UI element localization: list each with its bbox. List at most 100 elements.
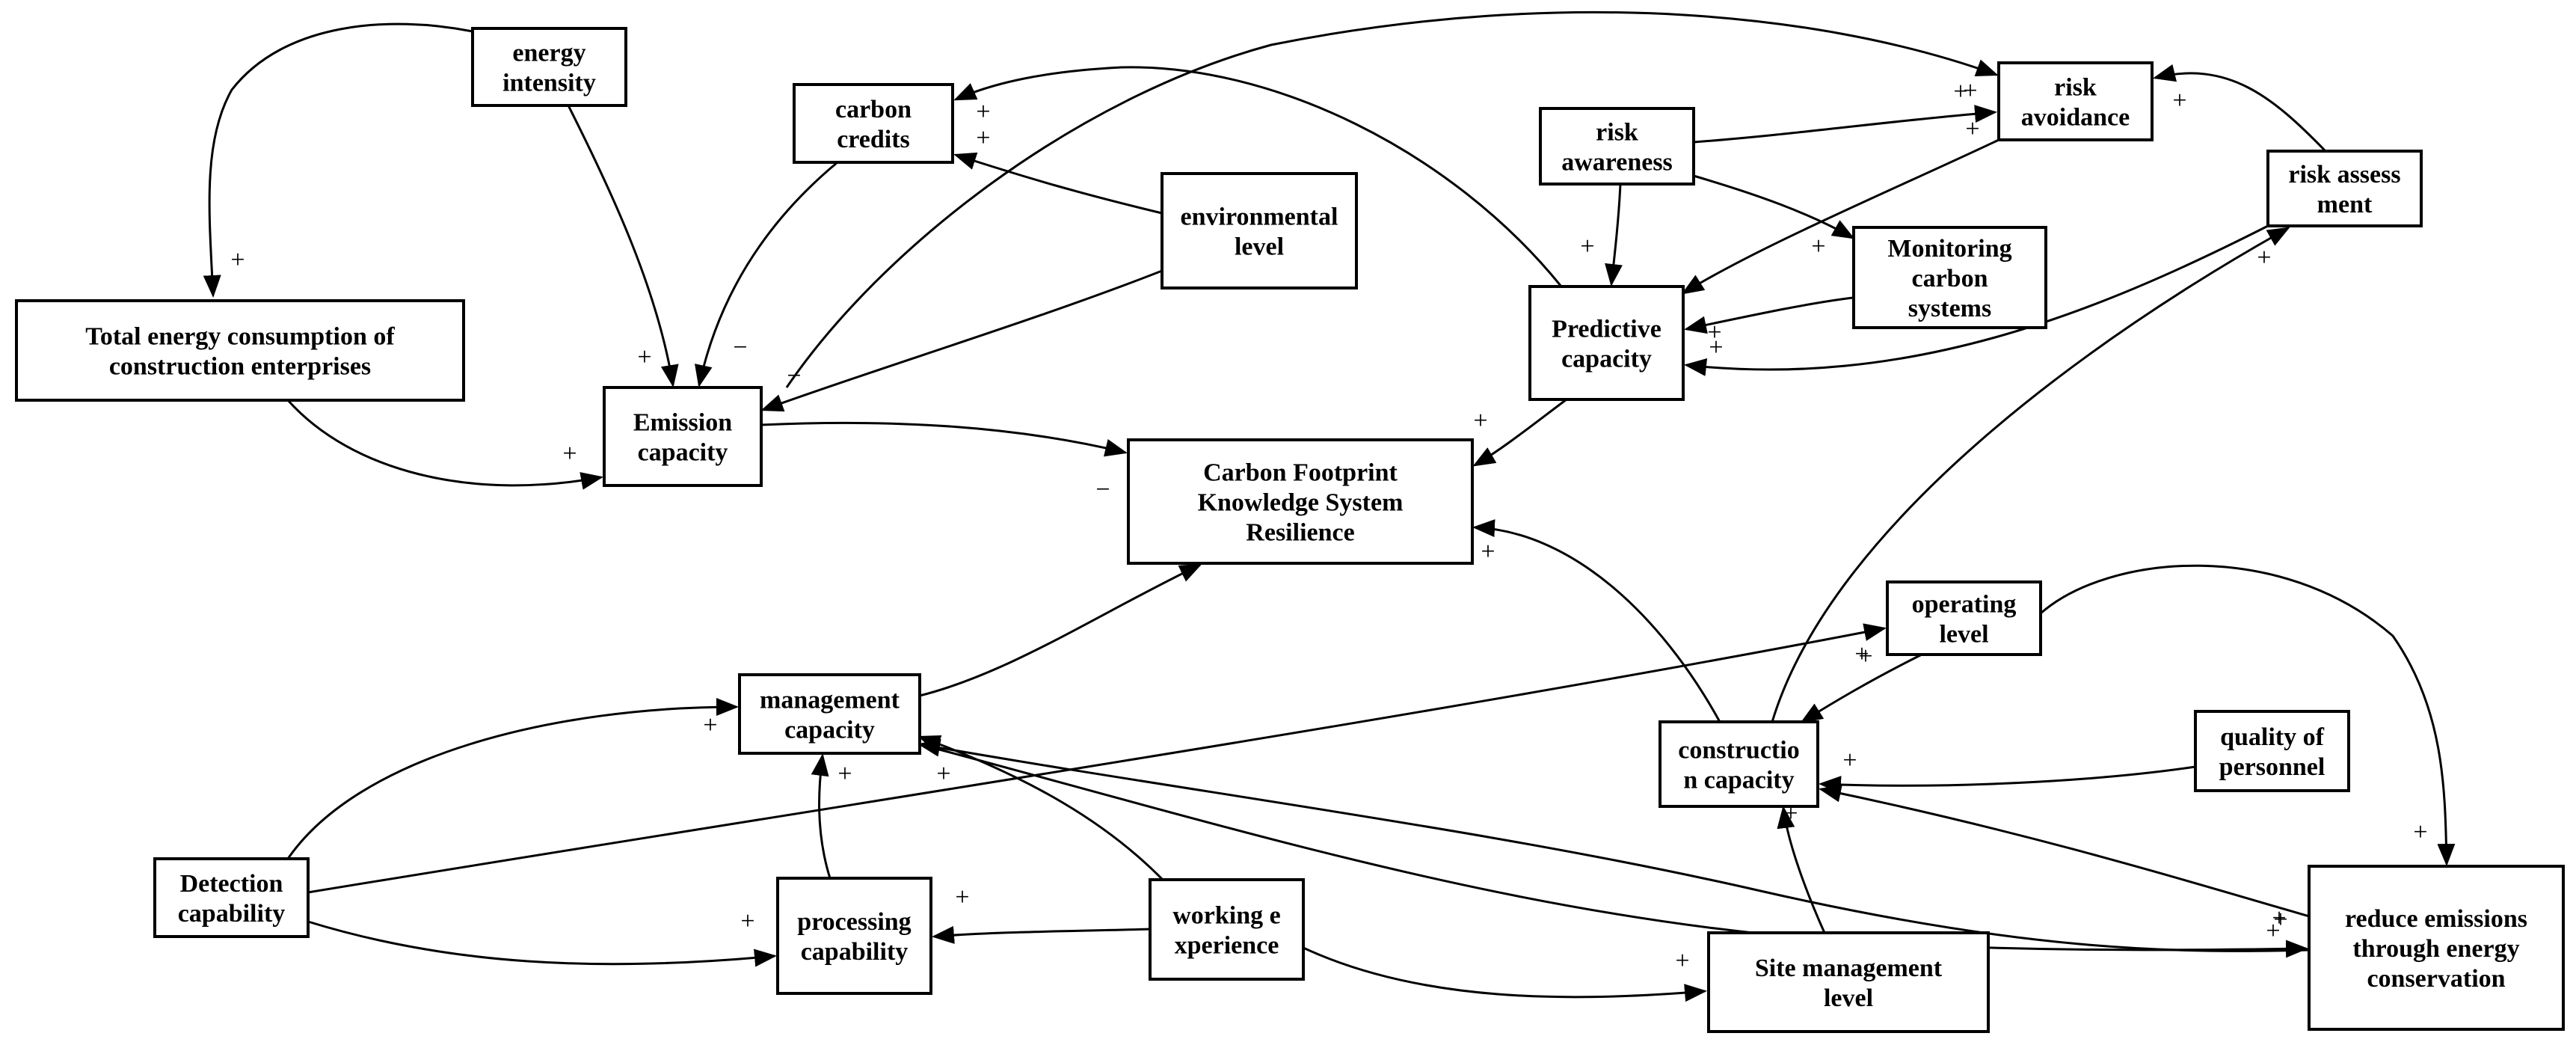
edge-operating-level-to-construction-capacity [1800, 653, 1922, 723]
node-label-line: processing [797, 908, 911, 936]
edge-total-energy-to-emission-capacity [286, 399, 603, 490]
positive-sign: + [2266, 917, 2280, 945]
positive-sign: + [637, 343, 651, 371]
node-label-line: risk [2054, 74, 2097, 102]
positive-sign: + [740, 907, 754, 935]
node-label-line: Carbon Footprint [1203, 459, 1398, 487]
node-label-line: reduce emissions [2345, 905, 2527, 933]
node-label-line: working e [1172, 902, 1281, 930]
edge-predictive-capacity-to-carbon-credits [953, 66, 1563, 287]
node-box [2266, 150, 2423, 227]
node-label-line: personnel [2219, 753, 2326, 781]
node-box [1997, 61, 2154, 141]
edge-risk-awareness-to-risk-avoidance [1693, 105, 1997, 144]
positive-sign: + [2273, 906, 2287, 934]
edge-reduce-emissions-to-construction-capacity [1819, 784, 2310, 918]
node-label-line: environmental [1181, 203, 1338, 231]
node-label-line: conservation [2367, 965, 2505, 993]
edge-working-experience-to-site-management [1303, 946, 1707, 1002]
node-label-line: Total energy consumption of [85, 323, 395, 351]
positive-sign: + [955, 883, 969, 911]
node-label-line: level [1235, 233, 1284, 261]
node-box [1539, 107, 1695, 186]
edge-energy-intensity-to-total-energy [203, 22, 473, 298]
node-box [2194, 710, 2350, 792]
edge-construction-capacity-to-risk-assessment [1771, 227, 2290, 723]
edge-risk-awareness-to-predictive-capacity [1605, 183, 1623, 287]
positive-sign: + [2257, 244, 2271, 272]
positive-sign: + [1675, 947, 1689, 975]
edge-operating-level-to-reduce-emissions [2040, 564, 2456, 866]
node-label-line: credits [837, 126, 910, 153]
positive-sign: + [1811, 233, 1825, 260]
negative-sign: − [733, 334, 747, 361]
node-label-line: Predictive [1552, 316, 1662, 343]
edge-risk-awareness-to-monitoring-carbon [1693, 174, 1855, 239]
node-label-line: ment [2317, 191, 2373, 218]
node-box [1707, 931, 1990, 1033]
node-label-line: Site management [1755, 955, 1943, 982]
edge-processing-capability-to-management-capacity [811, 753, 831, 879]
node-label-line: capacity [638, 439, 728, 467]
node-label-line: Resilience [1246, 519, 1354, 547]
node-label-line: Monitoring [1887, 235, 2011, 263]
node-box [603, 386, 763, 487]
node-box [738, 673, 921, 755]
edge-carbon-credits-to-emission-capacity [695, 161, 838, 387]
node-label-line: systems [1908, 295, 1991, 322]
node-label-line: intensity [502, 70, 596, 97]
edge-detection-capability-to-processing-capability [307, 920, 777, 967]
node-box [1161, 172, 1358, 289]
positive-sign: + [2272, 904, 2286, 932]
node-label-line: energy [512, 40, 585, 67]
node-label-line: quality of [2220, 723, 2325, 751]
node-label-line: constructio [1678, 737, 1799, 764]
edge-detection-capability-to-operating-level [307, 623, 1887, 894]
positive-sign: + [1580, 233, 1594, 260]
node-carbon-credits: carbon credits [793, 83, 954, 164]
edge-monitoring-carbon-to-predictive-capacity [1684, 296, 1854, 334]
positive-sign: + [1953, 78, 1967, 105]
node-label-line: capability [801, 938, 909, 966]
node-label-line: risk [1596, 119, 1638, 147]
edge-environmental-level-to-emission-capacity [760, 269, 1163, 412]
node-label-line: xperience [1175, 932, 1279, 960]
node-label-line: level [1824, 984, 1873, 1012]
node-construction-capacity: construction capacity [1659, 720, 1819, 808]
positive-sign: + [1481, 538, 1495, 566]
node-label-line: construction enterprises [109, 353, 371, 381]
node-box [471, 27, 627, 107]
node-label-line: level [1939, 621, 1988, 649]
positive-sign: + [1965, 115, 1979, 143]
positive-sign: + [1858, 643, 1872, 670]
positive-sign: + [1854, 640, 1869, 668]
edge-emission-capacity-to-cfks-resilience [760, 421, 1128, 457]
node-label-line: carbon [835, 96, 912, 123]
edge-working-experience-to-management-capacity [917, 735, 1164, 881]
positive-sign: + [1707, 319, 1721, 346]
negative-sign: − [1095, 476, 1110, 503]
node-box [1127, 438, 1474, 565]
edge-risk-assessment-to-risk-avoidance [2153, 64, 2327, 153]
node-label-line: awareness [1561, 149, 1673, 177]
node-label-line: Emission [633, 409, 732, 437]
edge-environmental-level-to-carbon-credits [953, 152, 1163, 215]
node-box [1528, 285, 1685, 401]
node-box [1149, 878, 1305, 981]
node-box [793, 83, 954, 164]
node-label-line: capacity [784, 717, 875, 744]
node-energy-intensity: energy intensity [471, 27, 627, 107]
